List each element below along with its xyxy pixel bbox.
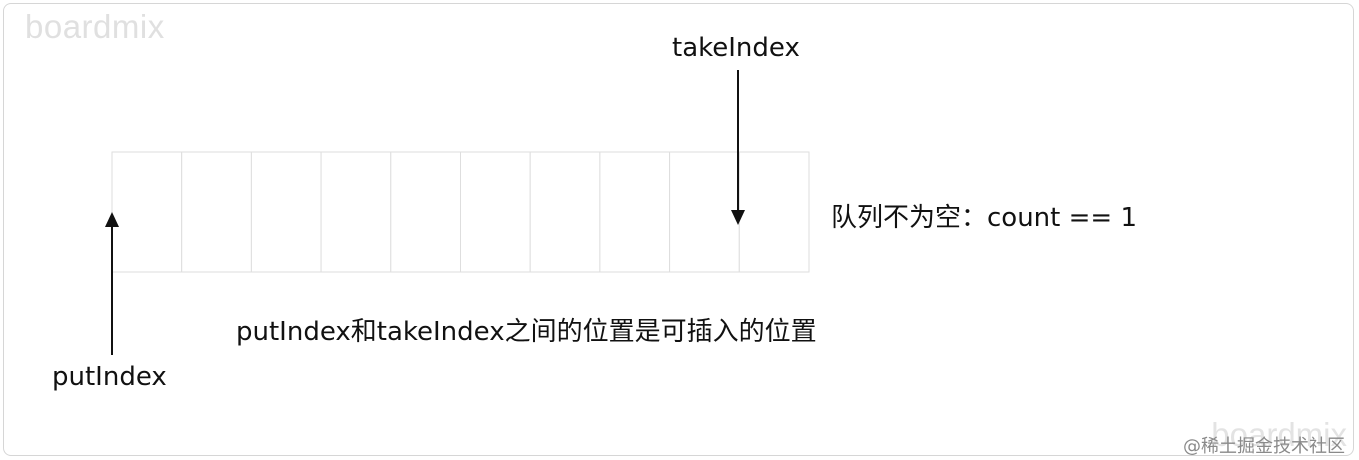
queue-slot — [181, 151, 252, 273]
take-index-label: takeIndex — [672, 33, 800, 63]
queue-slot — [250, 151, 322, 273]
queue-status-label: 队列不为空：count == 1 — [831, 203, 1137, 233]
credit-text: @稀土掘金技术社区 — [1183, 436, 1345, 457]
watermark-bottom: boardmix — [1211, 416, 1347, 453]
queue-slot — [460, 151, 531, 273]
queue-slot — [111, 151, 183, 273]
queue-slot — [529, 151, 601, 273]
put-index-label: putIndex — [52, 362, 167, 392]
queue-slot — [738, 151, 810, 273]
queue-slots — [111, 151, 810, 273]
queue-slot — [390, 151, 461, 273]
queue-slot — [599, 151, 671, 273]
put-index-arrow — [105, 212, 119, 355]
queue-slot — [320, 151, 392, 273]
insertable-note: putIndex和takeIndex之间的位置是可插入的位置 — [236, 317, 817, 347]
take-index-arrow — [731, 70, 745, 225]
queue-slot — [669, 151, 740, 273]
watermark-top: boardmix — [25, 8, 165, 45]
